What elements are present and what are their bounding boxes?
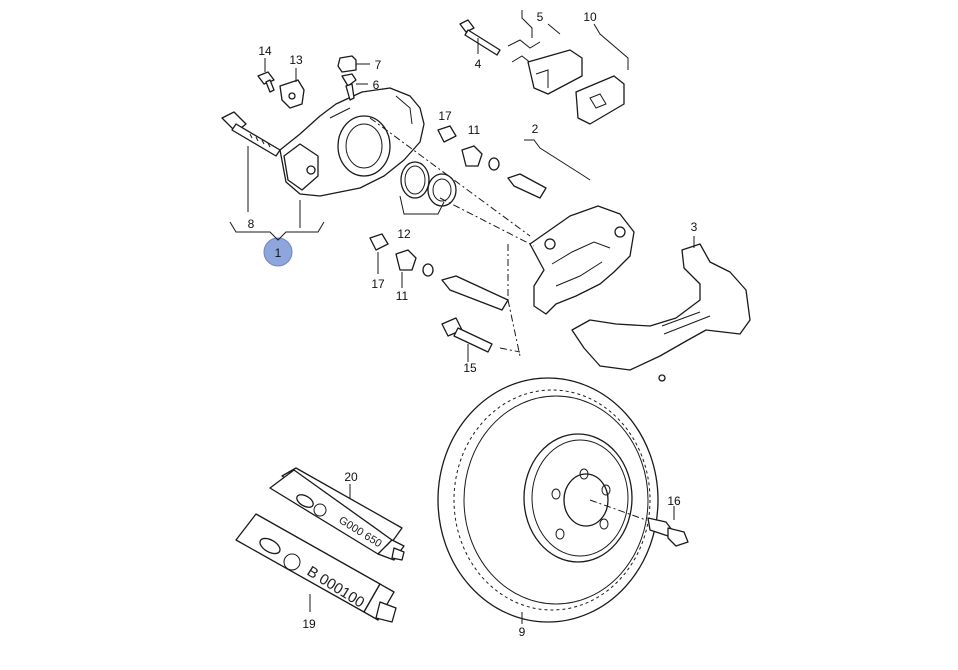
- callout-10: 10: [583, 10, 597, 24]
- callout-1-highlight[interactable]: [263, 237, 293, 267]
- leader-5: [547, 23, 561, 35]
- bolt-4: [459, 19, 501, 56]
- callout-15: 15: [463, 361, 477, 375]
- callout-14: 14: [258, 44, 272, 58]
- assembly-line-d: [499, 347, 521, 353]
- callout-5: 5: [537, 10, 544, 24]
- bolt-15: [441, 317, 493, 353]
- callout-20: 20: [344, 470, 358, 484]
- caliper-carrier: [529, 205, 635, 315]
- splash-shield: [571, 243, 751, 382]
- nut-17-upper: [437, 125, 457, 143]
- callout-9: 9: [519, 625, 526, 639]
- callout-1-label[interactable]: 1: [275, 246, 282, 260]
- callout-13: 13: [289, 53, 303, 67]
- callout-8: 8: [248, 217, 255, 231]
- callout-16: 16: [667, 494, 681, 508]
- bracket-10: [521, 10, 629, 70]
- bolt-14: [257, 71, 275, 93]
- assembly-line-e: [589, 499, 647, 521]
- bushing-11-lower: [395, 249, 434, 277]
- callout-17-lower: 17: [371, 277, 385, 291]
- callout-19: 19: [302, 617, 316, 631]
- callout-4: 4: [475, 57, 482, 71]
- callout-12: 12: [397, 227, 411, 241]
- callout-17-upper: 17: [438, 109, 452, 123]
- callout-7: 7: [375, 58, 382, 72]
- dust-cap-7: [337, 55, 357, 73]
- guide-pin-lower: [441, 275, 509, 311]
- assembly-line-b: [439, 197, 535, 247]
- brake-pad-outer: [527, 49, 583, 95]
- callout-6: 6: [373, 78, 380, 92]
- caliper-housing: [279, 87, 425, 197]
- brake-disc: [437, 377, 659, 623]
- seal-ring: [400, 161, 430, 199]
- guide-pin-upper: [507, 173, 547, 199]
- bushing-11-upper: [461, 145, 500, 171]
- bolt-8: [221, 111, 281, 157]
- assembly-line-c: [507, 244, 521, 357]
- brake-pad-inner: [575, 75, 625, 125]
- bleed-screw-6: [341, 73, 357, 101]
- callout-11-upper: 11: [468, 123, 481, 137]
- callout-1-group[interactable]: 1: [263, 237, 293, 267]
- screw-16: [647, 517, 689, 547]
- bracket-1: [229, 221, 325, 241]
- bracket-2: [524, 139, 591, 181]
- nut-17-lower: [369, 233, 389, 251]
- assembly-line-a: [369, 117, 531, 237]
- bleed-bracket-13: [279, 79, 305, 109]
- callout-11-lower: 11: [396, 289, 409, 303]
- callout-2: 2: [532, 122, 539, 136]
- callout-3: 3: [691, 220, 698, 234]
- bracket-12: [399, 195, 445, 215]
